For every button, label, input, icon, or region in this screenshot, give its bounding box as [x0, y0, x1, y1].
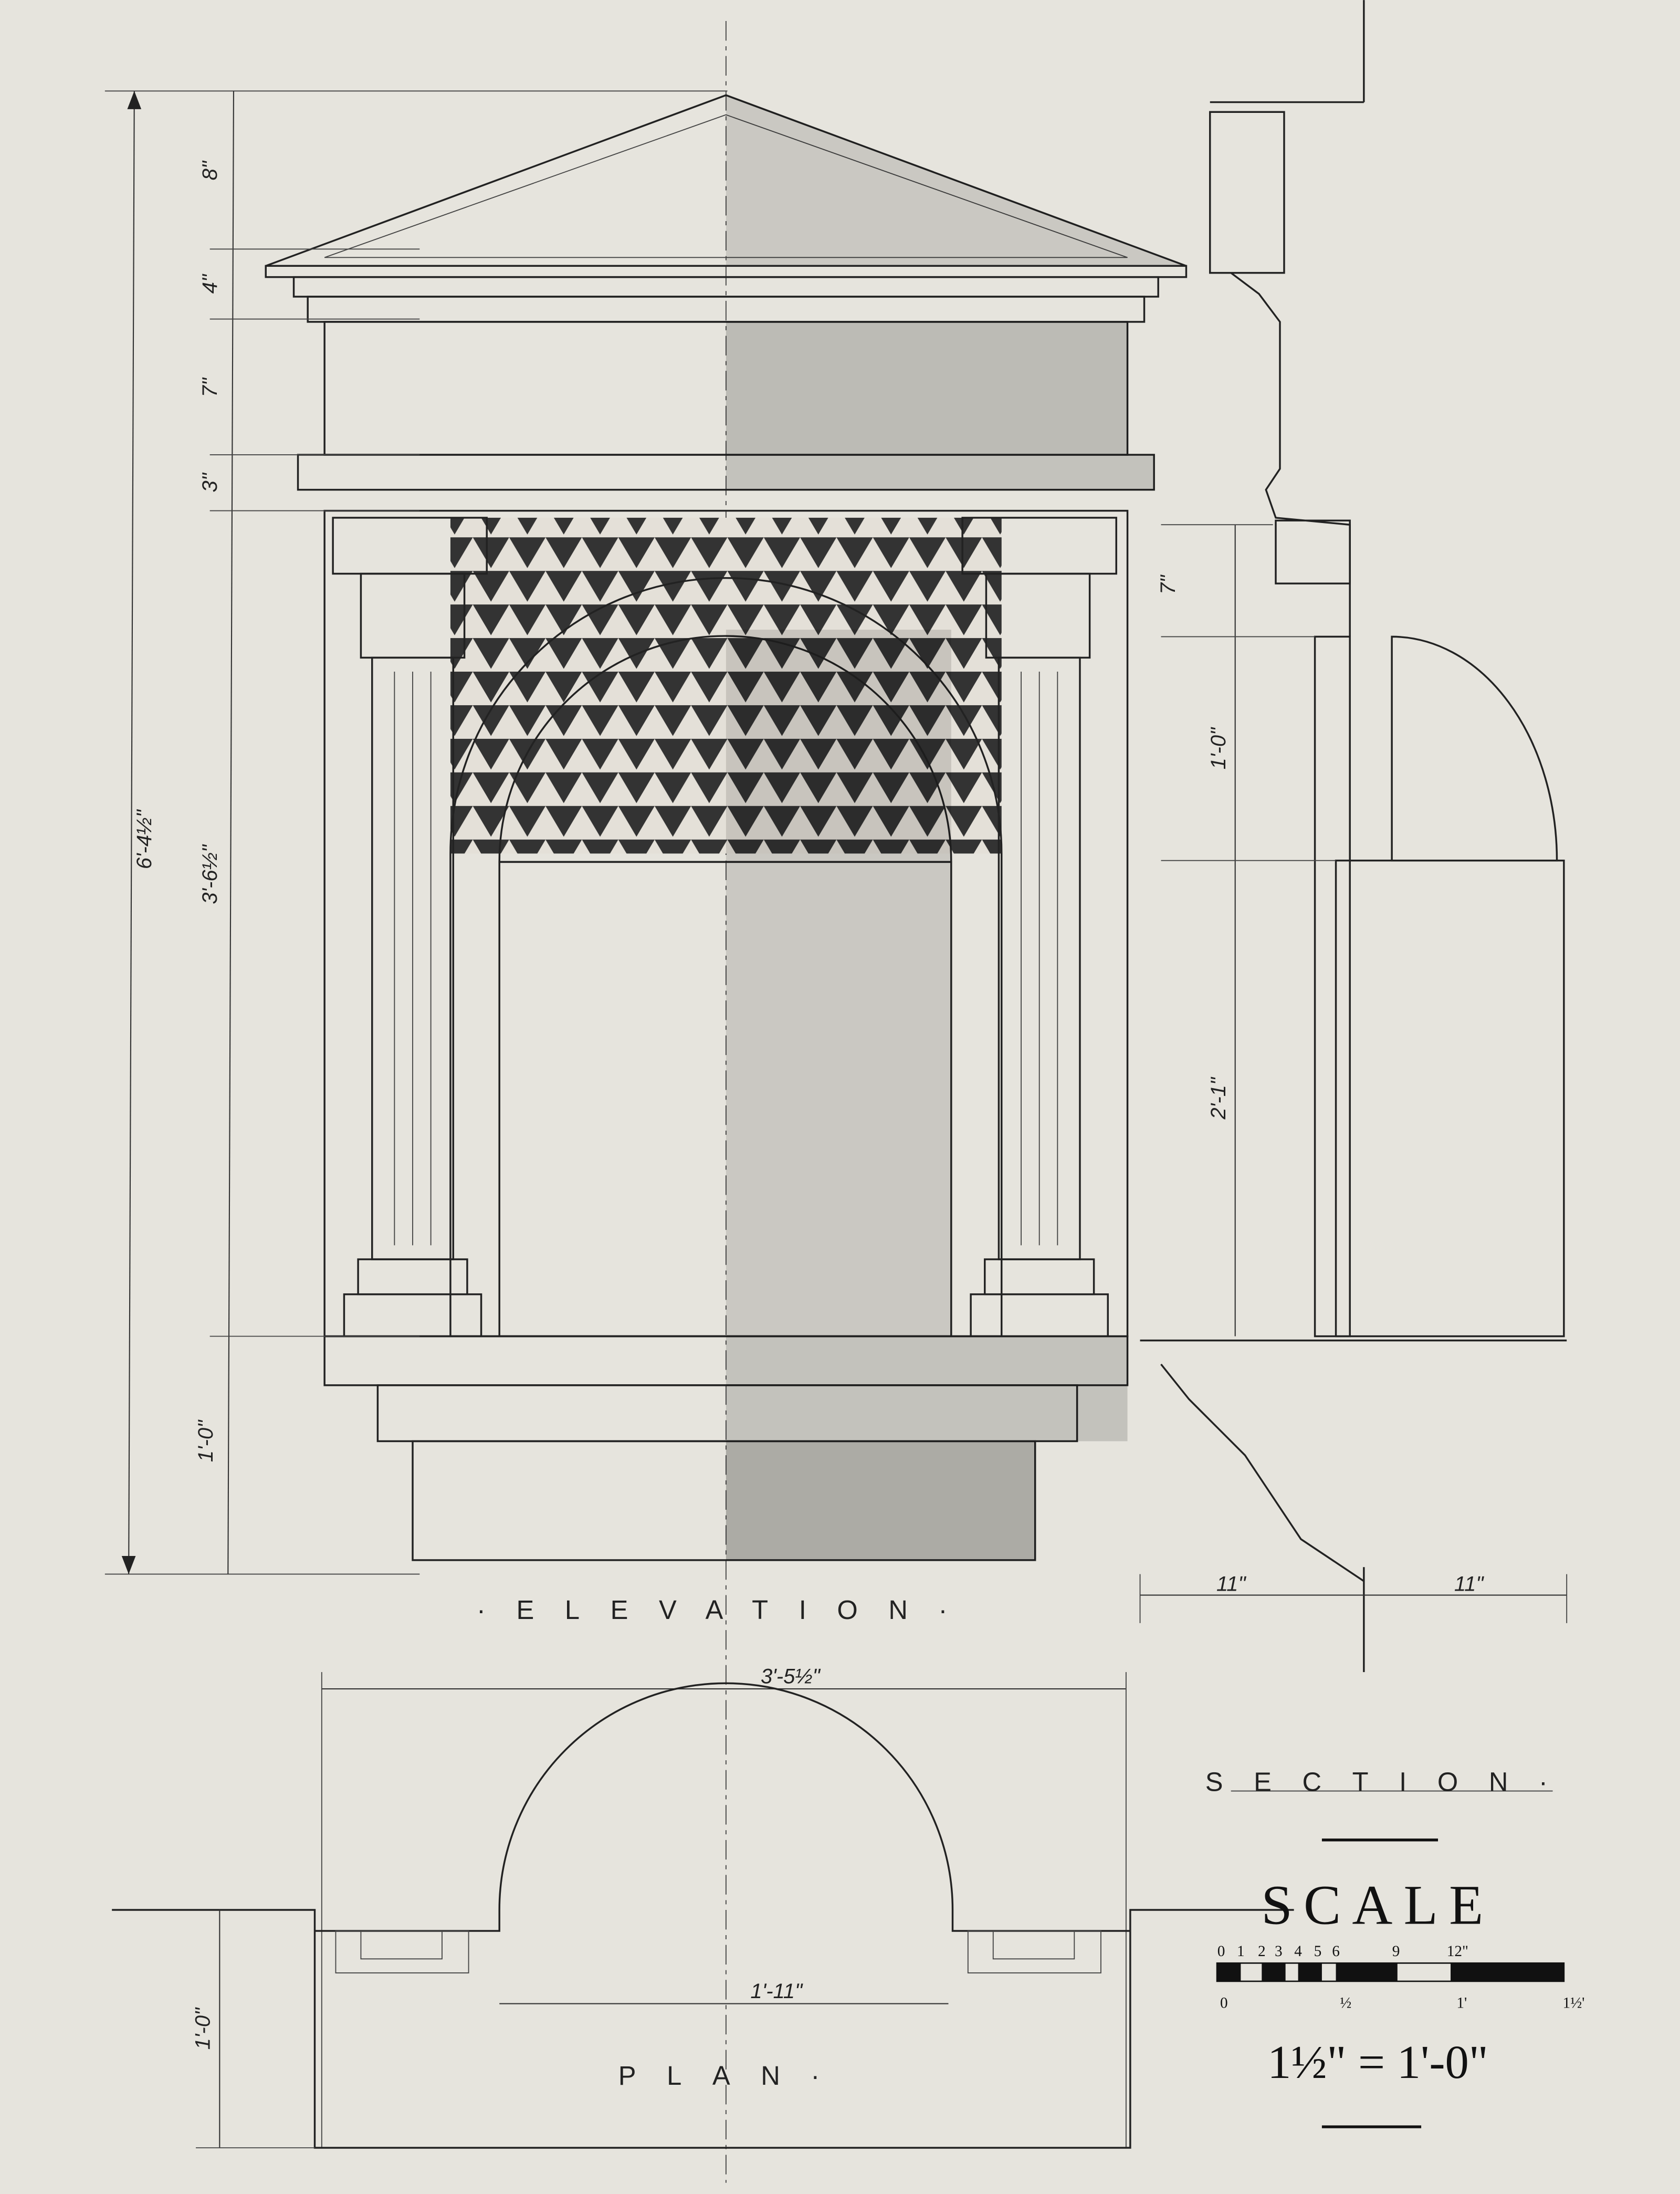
section-height-label: 1'-0" [1207, 727, 1230, 769]
scale-tick: 2 [1258, 1943, 1266, 1960]
height-label: 1'-0" [194, 1419, 217, 1462]
arch [449, 577, 1003, 1338]
section-drawing: 7" 1'-0" 2'-1" 11" 11" SECTION· [1139, 0, 1579, 1797]
height-label: 3'-6½" [198, 844, 222, 904]
scale-block: SCALE 0 1 2 3 4 5 6 9 12" 0 ½ 1' 1½' 1½"… [1216, 1838, 1585, 2128]
scale-tick: 3 [1275, 1943, 1283, 1960]
scale-tick: 5 [1314, 1943, 1322, 1960]
scale-tick: 0 [1217, 1943, 1225, 1960]
scale-tick: 0 [1220, 1995, 1228, 2012]
niche-width-label: 1'-11" [750, 1980, 803, 2003]
scale-ratio: 1½" = 1'-0" [1267, 2035, 1488, 2088]
left-column [332, 517, 488, 1338]
section-title: SECTION· [1205, 1767, 1579, 1797]
scale-tick: 9 [1392, 1943, 1400, 1960]
section-depth-label: 11" [1454, 1573, 1484, 1596]
height-label: 8" [198, 160, 222, 180]
right-column [961, 517, 1117, 1338]
spandrel-pattern [450, 517, 1002, 854]
plan-title: PLAN· [618, 2061, 850, 2091]
height-label: 4" [198, 274, 222, 294]
base-panel [412, 1440, 1036, 1561]
height-label: 3" [198, 472, 222, 492]
section-height-label: 2'-1" [1207, 1077, 1230, 1120]
scale-tick: 1½' [1563, 1995, 1585, 2012]
plan-drawing: 1'-11" PLAN· 1'-0" [112, 1682, 1294, 2149]
scale-tick: ½ [1340, 1995, 1351, 2012]
elevation-drawing [265, 94, 1188, 1561]
scale-tick: 6 [1332, 1943, 1340, 1960]
elevation-dimensions: 6'-4½" 8" 4" 7" 3" 3'-6½" 1'-0" ·ELEVATI… [104, 90, 1127, 2148]
elevation-title: ·ELEVATION· [477, 1595, 978, 1625]
height-label: 7" [198, 377, 222, 397]
cornice [297, 454, 1155, 491]
section-depth-label: 11" [1216, 1573, 1246, 1596]
scale-tick: 1' [1456, 1995, 1467, 2012]
niche-dome [498, 635, 952, 863]
plan-depth-label: 1'-0" [192, 2007, 215, 2050]
scale-bar [1216, 1962, 1565, 1982]
overall-height-label: 6'-4½" [133, 809, 156, 869]
scale-heading: SCALE [1261, 1875, 1494, 1937]
overall-width-label: 3'-5½" [761, 1665, 821, 1688]
scale-tick: 12" [1447, 1943, 1468, 1960]
scale-tick: 1 [1237, 1943, 1245, 1960]
scale-tick: 4 [1294, 1943, 1302, 1960]
section-height-label: 7" [1157, 574, 1180, 594]
